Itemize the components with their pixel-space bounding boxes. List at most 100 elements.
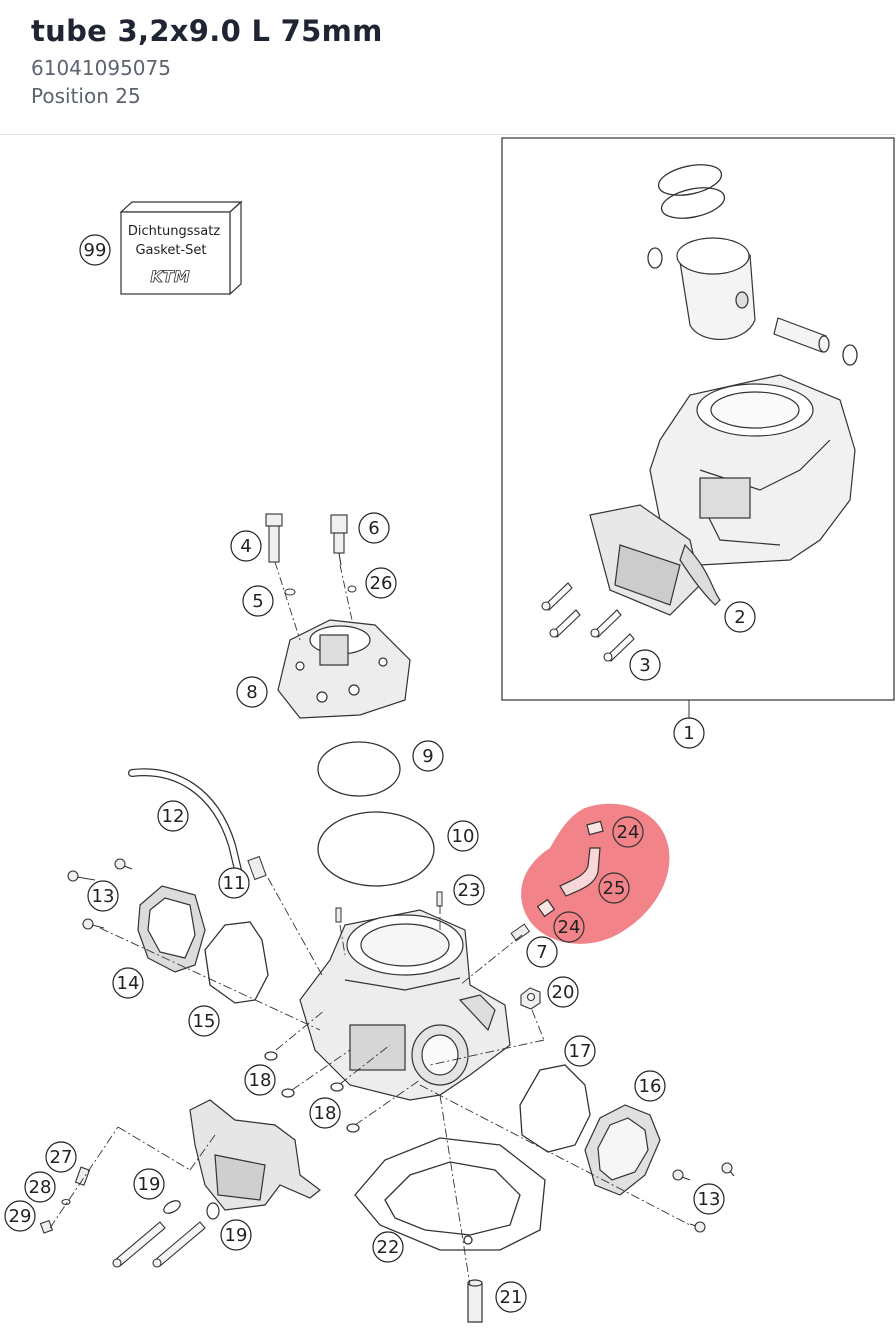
svg-text:2: 2 bbox=[734, 607, 745, 628]
callout-14: 14 bbox=[112, 967, 144, 999]
callout-18-left: 18 bbox=[244, 1064, 276, 1096]
svg-text:18: 18 bbox=[249, 1070, 272, 1091]
page-title: tube 3,2x9.0 L 75mm bbox=[31, 14, 383, 48]
callout-9: 9 bbox=[412, 740, 444, 772]
svg-text:6: 6 bbox=[368, 518, 379, 539]
callout-19-right: 19 bbox=[220, 1219, 252, 1251]
svg-text:20: 20 bbox=[552, 982, 575, 1003]
gasket-set-box: Dichtungssatz Gasket-Set KTM bbox=[119, 200, 243, 296]
washers-18 bbox=[264, 1051, 360, 1133]
washer-26 bbox=[347, 585, 357, 593]
callout-4: 4 bbox=[230, 530, 262, 562]
svg-text:27: 27 bbox=[50, 1147, 73, 1168]
svg-text:21: 21 bbox=[500, 1287, 523, 1308]
exhaust-flange bbox=[189, 1099, 321, 1211]
gasket-15 bbox=[204, 921, 269, 1004]
page-header: tube 3,2x9.0 L 75mm 61041095075 Position… bbox=[0, 0, 896, 135]
callout-13-right: 13 bbox=[693, 1183, 725, 1215]
main-cylinder bbox=[299, 909, 511, 1101]
svg-text:18: 18 bbox=[314, 1103, 337, 1124]
nut-20 bbox=[520, 987, 541, 1010]
svg-text:25: 25 bbox=[603, 878, 626, 899]
svg-text:28: 28 bbox=[29, 1177, 52, 1198]
callout-19-left: 19 bbox=[133, 1168, 165, 1200]
callout-7: 7 bbox=[526, 936, 558, 968]
svg-text:3: 3 bbox=[639, 655, 650, 676]
svg-text:19: 19 bbox=[138, 1174, 161, 1195]
callout-21: 21 bbox=[495, 1281, 527, 1313]
callout-10: 10 bbox=[447, 820, 479, 852]
callout-22: 22 bbox=[372, 1231, 404, 1263]
svg-text:14: 14 bbox=[117, 973, 140, 994]
callout-11: 11 bbox=[218, 867, 250, 899]
svg-text:17: 17 bbox=[569, 1041, 592, 1062]
svg-text:15: 15 bbox=[193, 1011, 216, 1032]
callout-5: 5 bbox=[242, 585, 274, 617]
callout-27: 27 bbox=[45, 1141, 77, 1173]
screws-13-left bbox=[67, 858, 133, 930]
svg-text:12: 12 bbox=[162, 806, 185, 827]
callout-12: 12 bbox=[157, 800, 189, 832]
dowel-21 bbox=[467, 1279, 483, 1323]
callouts: 99 1 2 3 4 5 6 26 8 9 10 12 11 13 14 15 … bbox=[4, 234, 756, 1313]
svg-text:10: 10 bbox=[452, 826, 475, 847]
part-number: 61041095075 bbox=[31, 56, 171, 80]
callout-18-right: 18 bbox=[309, 1097, 341, 1129]
water-pump-cover-14 bbox=[137, 885, 206, 973]
bolt-4 bbox=[265, 513, 283, 563]
callout-29: 29 bbox=[4, 1200, 36, 1232]
svg-text:7: 7 bbox=[536, 942, 547, 963]
cover-16 bbox=[584, 1104, 661, 1196]
screws-13-right bbox=[672, 1162, 735, 1233]
svg-text:13: 13 bbox=[698, 1189, 721, 1210]
sensor-6 bbox=[330, 514, 348, 566]
callout-24-bottom: 24 bbox=[553, 911, 585, 943]
callout-6: 6 bbox=[358, 512, 390, 544]
callout-23: 23 bbox=[453, 874, 485, 906]
o-ring-10 bbox=[317, 811, 435, 887]
callout-20: 20 bbox=[547, 976, 579, 1008]
small-parts-27-29 bbox=[39, 1166, 91, 1234]
bolts-part-3 bbox=[541, 582, 635, 662]
svg-text:19: 19 bbox=[225, 1225, 248, 1246]
gasket-box-line1: Dichtungssatz bbox=[128, 224, 220, 239]
svg-text:24: 24 bbox=[558, 917, 581, 938]
svg-text:1: 1 bbox=[683, 723, 694, 744]
callout-2: 2 bbox=[724, 601, 756, 633]
svg-text:29: 29 bbox=[9, 1206, 32, 1227]
svg-text:9: 9 bbox=[422, 746, 433, 767]
assembly-frame bbox=[501, 137, 895, 701]
cylinder-head bbox=[277, 619, 411, 719]
washer-5 bbox=[284, 588, 296, 596]
ktm-logo: KTM bbox=[150, 267, 189, 286]
svg-text:16: 16 bbox=[639, 1076, 662, 1097]
callout-26: 26 bbox=[365, 567, 397, 599]
callout-8: 8 bbox=[236, 676, 268, 708]
svg-text:22: 22 bbox=[377, 1237, 400, 1258]
callout-15: 15 bbox=[188, 1005, 220, 1037]
cylinder-assembly bbox=[589, 374, 856, 616]
leader-lines bbox=[49, 877, 691, 1286]
tube-25 bbox=[536, 820, 604, 918]
svg-text:26: 26 bbox=[370, 573, 393, 594]
svg-text:11: 11 bbox=[223, 873, 246, 894]
svg-text:4: 4 bbox=[240, 536, 251, 557]
callout-24-top: 24 bbox=[612, 816, 644, 848]
position-label: Position 25 bbox=[31, 84, 141, 108]
callout-25: 25 bbox=[598, 872, 630, 904]
svg-text:23: 23 bbox=[458, 880, 481, 901]
svg-text:5: 5 bbox=[252, 591, 263, 612]
callout-28: 28 bbox=[24, 1171, 56, 1203]
callout-17: 17 bbox=[564, 1035, 596, 1067]
studs bbox=[335, 891, 443, 923]
fitting-11 bbox=[247, 855, 267, 881]
callout-16: 16 bbox=[634, 1070, 666, 1102]
base-gasket-22 bbox=[354, 1137, 546, 1251]
gasket-box-line2: Gasket-Set bbox=[135, 243, 206, 258]
o-ring-9 bbox=[317, 741, 401, 797]
callout-3: 3 bbox=[629, 649, 661, 681]
fitting-7 bbox=[510, 923, 531, 942]
svg-text:13: 13 bbox=[92, 886, 115, 907]
clips-19 bbox=[163, 1200, 220, 1220]
